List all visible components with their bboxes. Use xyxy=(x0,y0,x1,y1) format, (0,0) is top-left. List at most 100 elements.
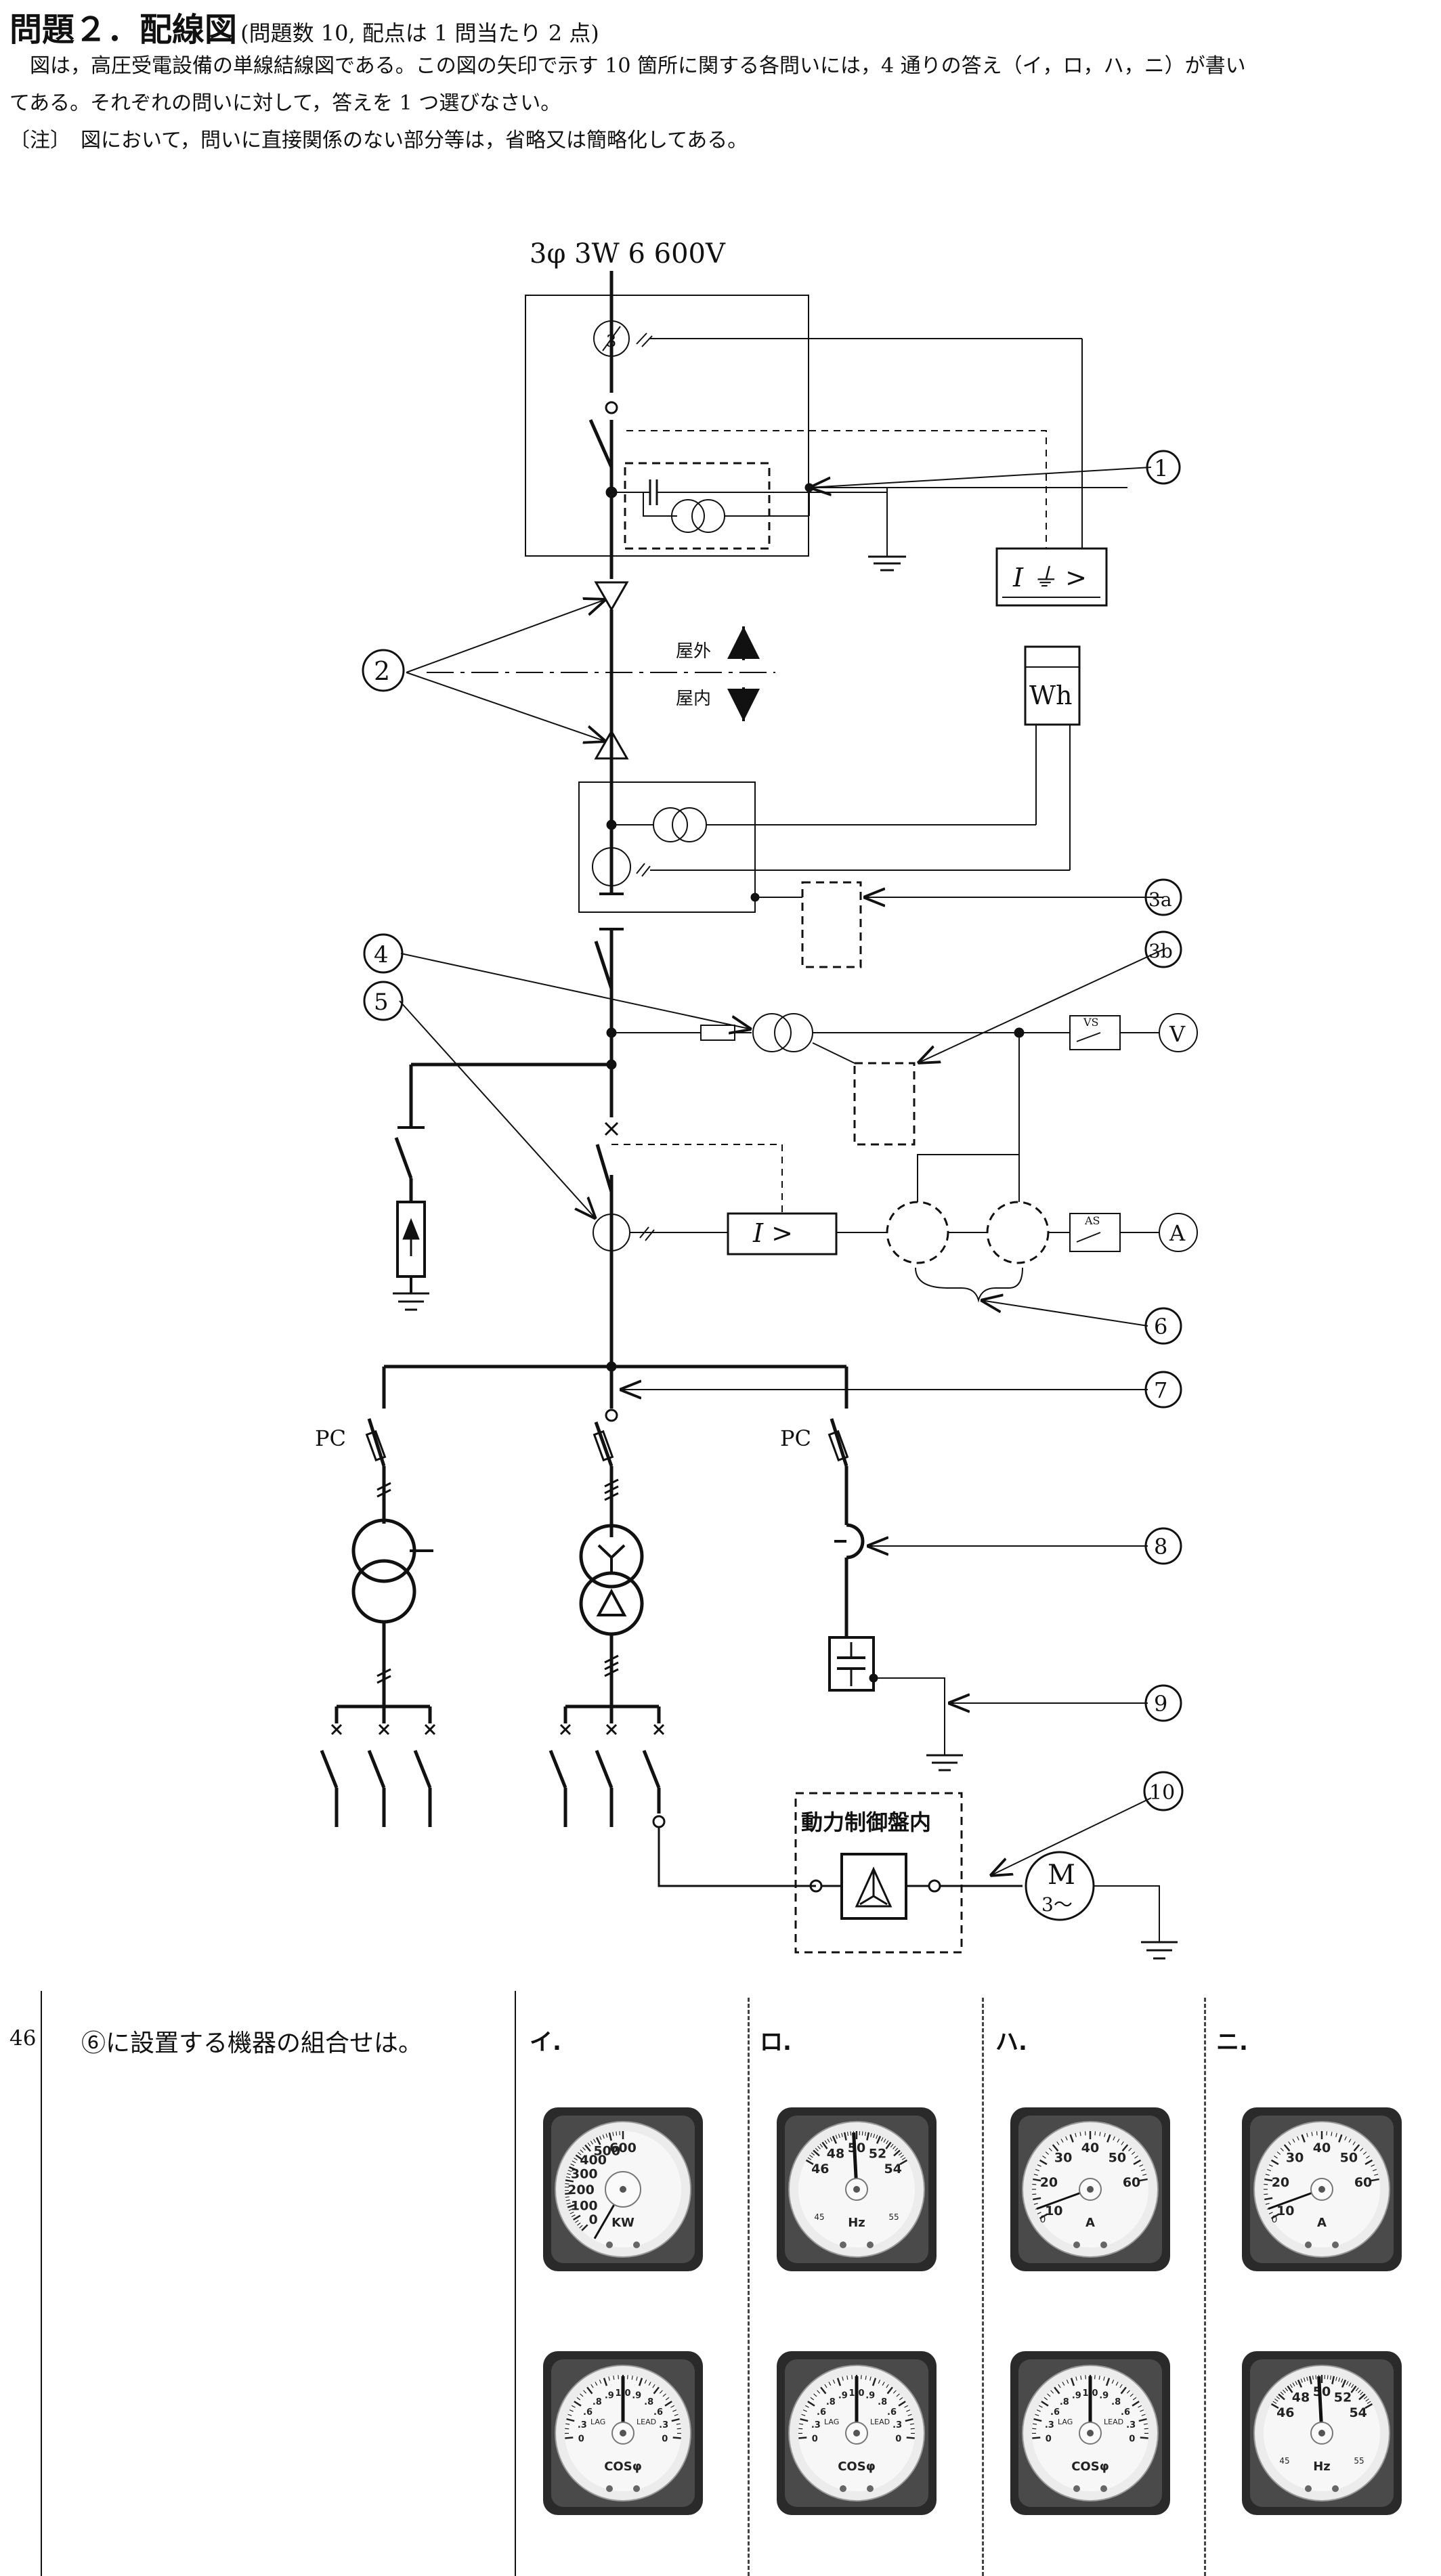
lead-label: LEAD xyxy=(637,2418,656,2426)
pas-switch xyxy=(588,418,614,469)
meter-tick-label: 55 xyxy=(1354,2456,1364,2466)
instruction-line-1: 図は，高圧受電設備の単線結線図である。この図の矢印で示す 10 箇所に関する各問… xyxy=(9,54,1246,78)
pc-fuse-center xyxy=(593,1430,614,1462)
meter-tick-label: 52 xyxy=(1334,2390,1352,2405)
meter-tick-label: .6 xyxy=(1121,2407,1130,2418)
meter-tick-label: 200 xyxy=(567,2183,595,2197)
option-ni-label[interactable]: ニ. xyxy=(1216,2029,1248,2056)
callout-1 xyxy=(1146,450,1181,485)
option-divider-2 xyxy=(982,1998,984,2576)
callout-3b xyxy=(1144,930,1182,968)
svg-text:4: 4 xyxy=(374,941,389,968)
meter-tick-label: 54 xyxy=(884,2162,901,2176)
meter-tick-label: 0 xyxy=(1129,2434,1135,2444)
meter-tick-label: .8 xyxy=(644,2397,653,2407)
meter-tick-label: 20 xyxy=(1040,2175,1058,2190)
meter-tick-label: 0 xyxy=(1046,2434,1052,2444)
lag-label: LAG xyxy=(1058,2418,1073,2426)
option-ha-label[interactable]: ハ. xyxy=(995,2029,1027,2056)
meter-tick-label: 45 xyxy=(814,2212,824,2222)
pc-fuse-left xyxy=(365,1430,387,1462)
option-ro-label[interactable]: ロ. xyxy=(760,2029,792,2056)
meter-tick-label: .6 xyxy=(583,2407,593,2418)
meter-tick-label: 50 xyxy=(1340,2151,1358,2166)
ocr-label: I > xyxy=(752,1218,793,1248)
meter-tick-label: 10 xyxy=(1045,2204,1062,2218)
meter-tick-label: 55 xyxy=(888,2212,899,2222)
lv-feeders-left xyxy=(320,1706,432,1827)
meter-tick-label: 60 xyxy=(1123,2175,1140,2190)
device-6-right xyxy=(986,1201,1050,1264)
vt-symbol xyxy=(752,1013,792,1052)
meter-tick-label: 0 xyxy=(662,2434,668,2444)
meter-tick-label: .6 xyxy=(887,2407,897,2418)
meter-tick-label: .9 xyxy=(605,2390,614,2401)
meter-tick-label: .6 xyxy=(653,2407,663,2418)
callout-3a xyxy=(1144,878,1182,916)
svg-text:10: 10 xyxy=(1149,1781,1175,1805)
zpd-box xyxy=(624,462,771,550)
lead-label: LEAD xyxy=(870,2418,890,2426)
panel-label: 動力制御盤内 xyxy=(801,1809,931,1835)
meter-tick-label: 46 xyxy=(1276,2405,1294,2420)
svg-text:1: 1 xyxy=(1154,455,1169,482)
lag-label: LAG xyxy=(590,2418,605,2426)
device-3a xyxy=(801,881,862,968)
lag-label: LAG xyxy=(824,2418,839,2426)
three-phase-transformer xyxy=(579,1524,644,1589)
meter-tick-label: .8 xyxy=(1060,2397,1069,2407)
meter-tick-label: 45 xyxy=(1279,2456,1289,2466)
meter-unit-label: COSφ xyxy=(604,2460,642,2474)
incoming-cabinet xyxy=(525,295,809,557)
meter-tick-label: .9 xyxy=(838,2390,848,2401)
meter-unit-label: COSφ xyxy=(1071,2460,1109,2474)
meter-tick-label: 300 xyxy=(571,2166,598,2181)
motor-label: M xyxy=(1048,1860,1075,1891)
meter-tick-label: 10 xyxy=(1276,2204,1294,2218)
pc-label-left: PC xyxy=(315,1425,346,1451)
ground-relay-label: I ⏚ > xyxy=(1012,563,1087,593)
main-disconnect xyxy=(594,941,614,989)
motor-phase-label: 3〜 xyxy=(1041,1893,1073,1916)
problem-title: 問題２．配線図 xyxy=(9,11,238,49)
meter-tick-label: .6 xyxy=(817,2407,826,2418)
meter-tick-label: 0 xyxy=(578,2434,584,2444)
svg-text:3: 3 xyxy=(606,332,616,351)
cable-head-outdoor xyxy=(594,581,629,612)
meter-tick-label: 30 xyxy=(1054,2151,1072,2166)
power-capacitor xyxy=(828,1636,875,1692)
meter-tick-label: 52 xyxy=(869,2146,886,2161)
pc-fuse-right xyxy=(827,1430,849,1462)
ammeter xyxy=(1159,1213,1198,1252)
option-i-label[interactable]: イ. xyxy=(530,2029,561,2056)
meter-tick-label: 54 xyxy=(1349,2405,1367,2420)
callout-7 xyxy=(1144,1371,1182,1409)
meter-unit-label: Hz xyxy=(848,2216,865,2230)
meter-tick-label: 0 xyxy=(1040,2214,1046,2225)
callout-2 xyxy=(362,649,405,692)
question-number: 46 xyxy=(9,2026,37,2051)
svg-text:8: 8 xyxy=(1154,1534,1167,1560)
meter-tick-label: .8 xyxy=(878,2397,887,2407)
meter-tick-label: 100 xyxy=(571,2199,598,2214)
meter-tick-label: .3 xyxy=(578,2420,587,2430)
meter-unit-label: Hz xyxy=(1313,2460,1331,2474)
svg-text:6: 6 xyxy=(1154,1314,1167,1339)
meter-tick-label: 50 xyxy=(848,2141,865,2155)
voltmeter xyxy=(1159,1013,1198,1052)
note-line: 〔注〕 図において，問いに直接関係のない部分等は，省略又は簡略化してある。 xyxy=(9,129,748,152)
meter-tick-label: 30 xyxy=(1286,2151,1304,2166)
device-3b xyxy=(853,1062,916,1146)
pc-label-right: PC xyxy=(780,1425,811,1451)
problem-subtitle: (問題数 10, 配点は 1 問当たり 2 点) xyxy=(240,20,599,46)
single-line-diagram: 3φ 3W 6 600V 3 I ⏚ > 1 xyxy=(315,238,1198,1960)
outdoor-label: 屋外 xyxy=(676,641,711,662)
callout-5 xyxy=(363,981,404,1021)
svg-text:3b: 3b xyxy=(1148,940,1173,962)
vs-label: VS xyxy=(1083,1016,1099,1029)
meter-tick-label: .9 xyxy=(1099,2390,1109,2401)
